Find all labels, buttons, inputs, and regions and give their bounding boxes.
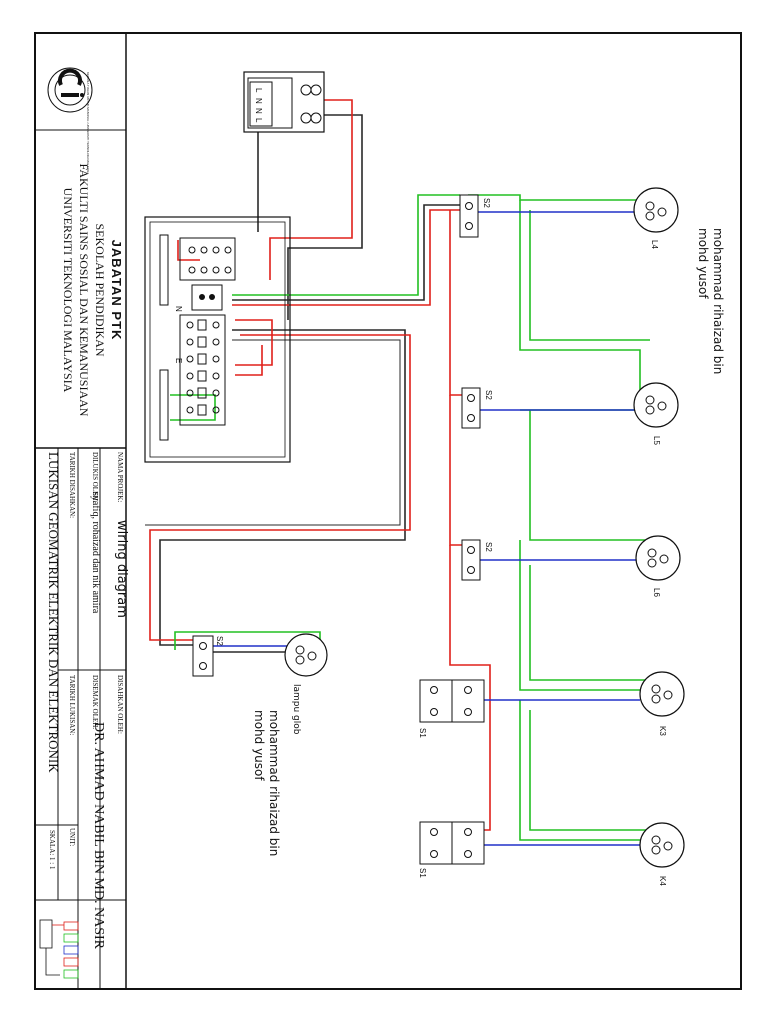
meter-terminal-4: L (254, 118, 263, 123)
checked-by-label: DISEMAK OLEH: (91, 675, 99, 729)
drawn-by-value: syafiq, rohaizad dan nik amira (90, 492, 101, 614)
logo-ring-text: KERANA TUHAN UNTUK MANUSIA • UNIVERSITI … (86, 72, 90, 174)
author-mid-line-1: mohammad rihaizad bin (267, 710, 281, 856)
lamp-k3-label: K3 (658, 726, 667, 736)
thumbnail-sketch (39, 919, 79, 979)
switch-s1-b-label: S1 (418, 868, 427, 878)
lamp-l6: L6 (635, 535, 681, 597)
switch-s1-a: S1 (418, 679, 485, 738)
lamp-l6-label: L6 (652, 588, 661, 597)
lamp-k4: K4 (639, 822, 685, 886)
lamp-l5-label: L5 (652, 436, 661, 445)
author-top-line-1: mohammad rihaizad bin (711, 228, 725, 374)
school-name: SEKOLAH PENDIDIKAN (93, 224, 107, 357)
faculty-name: FAKULTI SAINS SOSIAL DAN KEMANUSIAAN (77, 164, 91, 417)
meter-terminal-1: L (254, 88, 263, 93)
department-title: JABATAN PTK (109, 240, 124, 341)
drawing-date-label: TARIKH LUKISAN: (68, 675, 76, 735)
title-block: KERANA TUHAN UNTUK MANUSIA • UNIVERSITI … (35, 33, 129, 989)
switch-s1-a-label: S1 (418, 728, 427, 738)
switch-s2-c-label: S2 (484, 542, 493, 552)
utm-logo-icon: KERANA TUHAN UNTUK MANUSIA • UNIVERSITI … (47, 67, 93, 174)
switch-s2-b-label: S2 (484, 390, 493, 400)
unit-label: UNIT: (68, 828, 76, 846)
distribution-board-icon: N E (144, 216, 291, 463)
db-neutral-label: N (174, 306, 183, 312)
switch-s1-b: S1 (418, 821, 485, 878)
sheet-border (34, 32, 742, 990)
switch-s2-a-label: S2 (482, 198, 491, 208)
switch-s2-d-label: S2 (215, 636, 224, 646)
lamp-l5: L5 (633, 382, 679, 445)
checked-by-value: DR. AHMAD NABIL BIN MD. NASIR (91, 722, 106, 950)
lamp-l4-label: L4 (650, 240, 659, 249)
sign-date-label: TARIKH DISAHKAN: (68, 452, 76, 518)
energy-meter-icon: L N N L (243, 71, 325, 133)
drawing-title: LUKISAN GEOMATRIK ELEKTRIK DAN ELEKTRONI… (46, 452, 61, 773)
switch-s2-d: S2 (192, 635, 224, 677)
lamp-l4: L4 (633, 187, 679, 249)
lamp-k3: K3 (639, 671, 685, 736)
project-value: wiring diagram (114, 520, 129, 618)
switch-s2-b: S2 (461, 387, 493, 429)
switch-s2-c: S2 (461, 539, 493, 581)
meter-terminal-2: N (254, 98, 263, 104)
project-label: NAMA PROJEK: (116, 452, 124, 502)
db-earth-label: E (174, 358, 183, 363)
lamp-globe-label: lampu glob (291, 684, 301, 735)
lamp-k4-label: K4 (658, 876, 667, 886)
drawn-by-label: DILUKIS OLEH: (91, 452, 99, 502)
approved-by-label: DISAHKAN OLEH: (116, 675, 124, 734)
author-mid-line-2: mohd yusof (252, 710, 266, 781)
mcb-row (186, 319, 220, 416)
meter-terminal-3: N (254, 108, 263, 114)
wiring (145, 99, 650, 846)
scale-label: SKALA: 1 : 1 (48, 830, 56, 870)
lamp-globe: lampu glob (284, 633, 328, 735)
switch-s2-a: S2 (459, 194, 491, 238)
author-top-line-2: mohd yusof (696, 228, 710, 299)
university-name: UNIVERSITI TEKNOLOGI MALAYSIA (61, 188, 75, 393)
